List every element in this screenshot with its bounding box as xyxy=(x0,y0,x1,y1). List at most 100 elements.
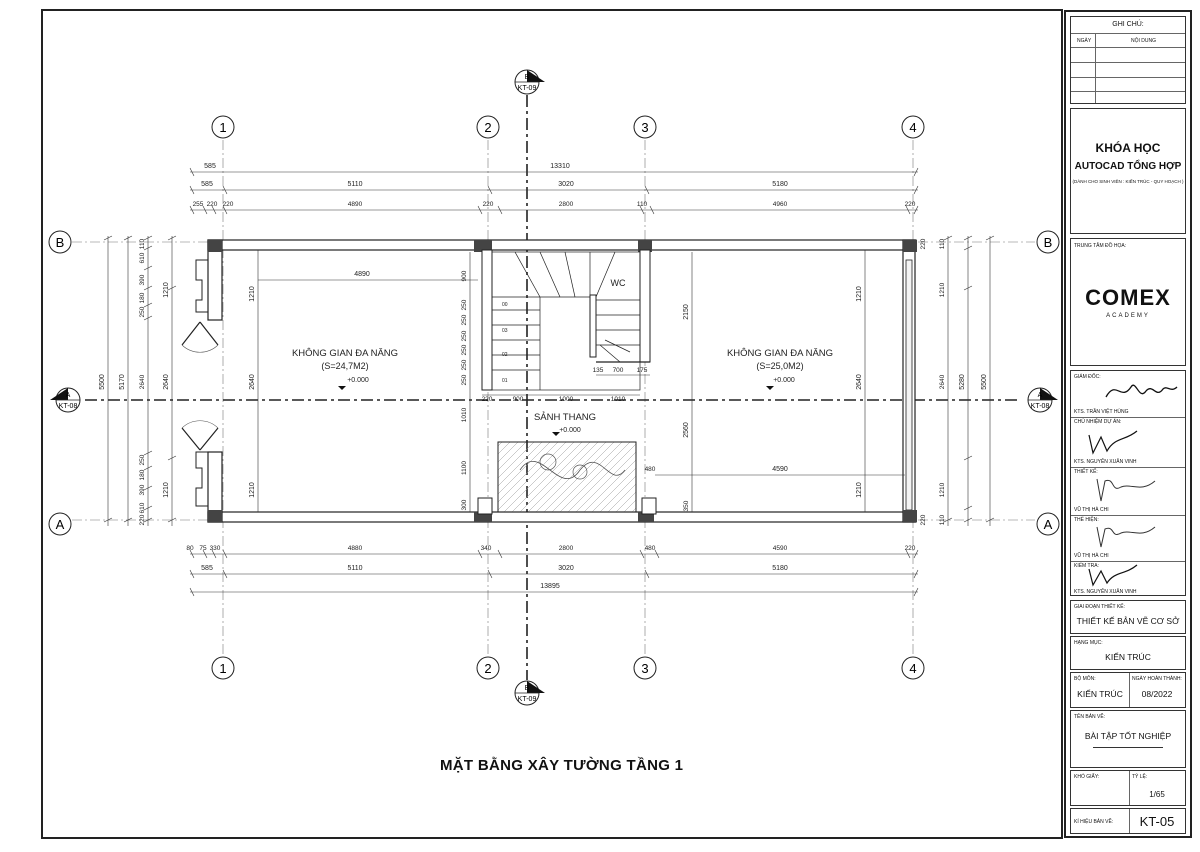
section-mark-a-left-letter: A xyxy=(66,392,71,399)
room-name: KHÔNG GIAN ĐA NĂNG xyxy=(292,348,398,359)
draw-label: THỂ HIỆN: xyxy=(1074,517,1099,523)
grid-row-A-right-label: A xyxy=(1044,517,1053,532)
dimension-text: 2800 xyxy=(559,545,574,552)
section-mark-b-top-letter: B xyxy=(525,74,530,81)
grid-col-2-bottom-bubble xyxy=(476,656,500,680)
logo-main: COMEX xyxy=(1071,285,1185,311)
section-mark-b-bottom-sheet: KT-09 xyxy=(518,696,537,703)
dimension-text: 250 xyxy=(461,344,468,355)
dimension-text: 4890 xyxy=(348,201,363,208)
section-mark-a-left-sheet: KT-08 xyxy=(59,403,78,410)
director-name: KTS. TRẦN VIỆT HÙNG xyxy=(1074,409,1129,415)
sheetname-value: BÀI TẬP TỐT NGHIỆP xyxy=(1084,731,1172,741)
scale-value: 1/65 xyxy=(1149,790,1165,799)
notes-title: GHI CHÚ: xyxy=(1112,21,1144,28)
dimension-text: 585 xyxy=(204,163,216,170)
section-mark-a-right: AKT-08 xyxy=(1027,387,1058,413)
course-line3: (DÀNH CHO SINH VIÊN : KIẾN TRÚC - QUY HO… xyxy=(1072,179,1184,184)
dimension-lines xyxy=(103,167,995,597)
stage-label: GIAI ĐOẠN THIẾT KẾ: xyxy=(1074,604,1125,610)
grid-col-1-bottom-label: 1 xyxy=(219,661,226,676)
code-label: KÍ HIỆU BẢN VẼ: xyxy=(1074,819,1114,825)
grid-col-3-top-bubble xyxy=(633,115,657,139)
room-area: (S=24,7M2) xyxy=(321,361,368,371)
dimension-text: 250 xyxy=(461,314,468,325)
sheetname-label: TÊN BẢN VẼ: xyxy=(1074,714,1106,720)
dept-label: BỘ MÔN: xyxy=(1074,676,1096,682)
dimension-text: 220 xyxy=(905,201,916,208)
grid-row-A-left-label: A xyxy=(56,517,65,532)
dimension-text: 340 xyxy=(481,545,492,552)
room-level: +0.000 xyxy=(347,377,369,384)
dimension-text: 5180 xyxy=(772,565,788,572)
dimension-text: 220 xyxy=(920,514,927,525)
dimension-text: 330 xyxy=(210,545,221,552)
grid-row-B-right-bubble xyxy=(1036,230,1060,254)
room-name: SẢNH THANG xyxy=(534,411,596,423)
dimension-text: 220 xyxy=(139,514,146,525)
pm-signature-icon xyxy=(1088,430,1138,455)
dimension-text: 110 xyxy=(637,201,648,208)
design-signature-icon xyxy=(1096,478,1156,502)
code-box: KÍ HIỆU BẢN VẼ: KT-05 xyxy=(1070,808,1186,834)
gridlines xyxy=(72,140,1035,655)
dimension-text: 180 xyxy=(139,469,146,480)
dimension-text: 220 xyxy=(483,201,494,208)
dimension-text: 5110 xyxy=(347,565,362,572)
director-label: GIÁM ĐỐC: xyxy=(1074,374,1101,380)
dimension-text: 1000 xyxy=(559,396,574,403)
dimension-text: 610 xyxy=(139,252,146,263)
size-scale-box: KHỔ GIẤY: TỶ LỆ: 1/65 xyxy=(1070,770,1186,806)
dimension-text: 220 xyxy=(482,396,493,403)
grid-row-A-right-bubble xyxy=(1036,512,1060,536)
draw-name: VŨ THỊ HÀ CHI xyxy=(1074,553,1109,559)
grid-col-4-top-label: 4 xyxy=(909,120,916,135)
walls xyxy=(181,239,917,523)
sheetname-box: TÊN BẢN VẼ: BÀI TẬP TỐT NGHIỆP xyxy=(1070,710,1186,768)
dimension-text: 2640 xyxy=(139,374,146,389)
pm-name: KTS. NGUYỄN XUÂN VINH xyxy=(1074,459,1137,465)
dimension-text: 610 xyxy=(139,502,146,513)
notes-box: GHI CHÚ: NGÀY NỘI DUNG xyxy=(1070,16,1186,104)
title-block: GHI CHÚ: NGÀY NỘI DUNG KHÓA HỌC AUTOCAD … xyxy=(1064,10,1192,838)
design-name: VŨ THỊ HÀ CHI xyxy=(1074,507,1109,513)
section-mark-b-bottom-letter: B xyxy=(525,685,530,692)
grid-col-4-top-bubble xyxy=(901,115,925,139)
dimension-text: 80 xyxy=(186,545,194,552)
comex-logo-text: COMEX xyxy=(1085,285,1171,310)
dimension-text: 2150 xyxy=(683,304,690,320)
dimension-text: 1210 xyxy=(856,286,863,302)
dimension-text: 175 xyxy=(637,367,648,374)
stage-box: GIAI ĐOẠN THIẾT KẾ: THIẾT KẾ BẢN VẼ CƠ S… xyxy=(1070,600,1186,634)
dimension-text: 13895 xyxy=(540,583,560,590)
grid-col-3-bottom-bubble xyxy=(633,656,657,680)
dimension-text: 2640 xyxy=(856,374,863,390)
drawing-title: MẶT BẰNG XÂY TƯỜNG TẦNG 1 xyxy=(440,757,684,774)
dimension-text: 3020 xyxy=(558,181,574,188)
section-mark-b-top-sheet: KT-09 xyxy=(518,85,537,92)
dimension-text: 1210 xyxy=(939,282,946,297)
center-label: TRUNG TÂM ĐỒ HỌA: xyxy=(1074,243,1127,249)
check-name: KTS. NGUYỄN XUÂN VINH xyxy=(1074,589,1137,595)
room-level: +0.000 xyxy=(559,427,581,434)
dimension-text: 1210 xyxy=(163,282,170,298)
dept-value: KIẾN TRÚC xyxy=(1077,689,1123,699)
room-name: KHÔNG GIAN ĐA NĂNG xyxy=(727,348,833,359)
logo-sub: ACADEMY xyxy=(1106,313,1150,319)
dimension-text: 2640 xyxy=(163,374,170,390)
section-mark-a-right-sheet: KT-08 xyxy=(1031,403,1050,410)
dimension-text: 250 xyxy=(139,454,146,465)
dimension-text: 700 xyxy=(613,367,624,374)
dimension-text: 220 xyxy=(920,238,927,249)
dimension-text: 1100 xyxy=(461,461,468,475)
dimension-text: 5180 xyxy=(772,181,788,188)
dimension-text: 350 xyxy=(683,500,690,511)
dept-date-box: BỘ MÔN: KIẾN TRÚC NGÀY HOÀN THÀNH: 08/20… xyxy=(1070,672,1186,708)
dimension-text: 01 xyxy=(502,378,508,384)
dimension-text: 250 xyxy=(461,374,468,385)
signatures-box: GIÁM ĐỐC: KTS. TRẦN VIỆT HÙNG CHỦ NHIỆM … xyxy=(1070,370,1186,596)
